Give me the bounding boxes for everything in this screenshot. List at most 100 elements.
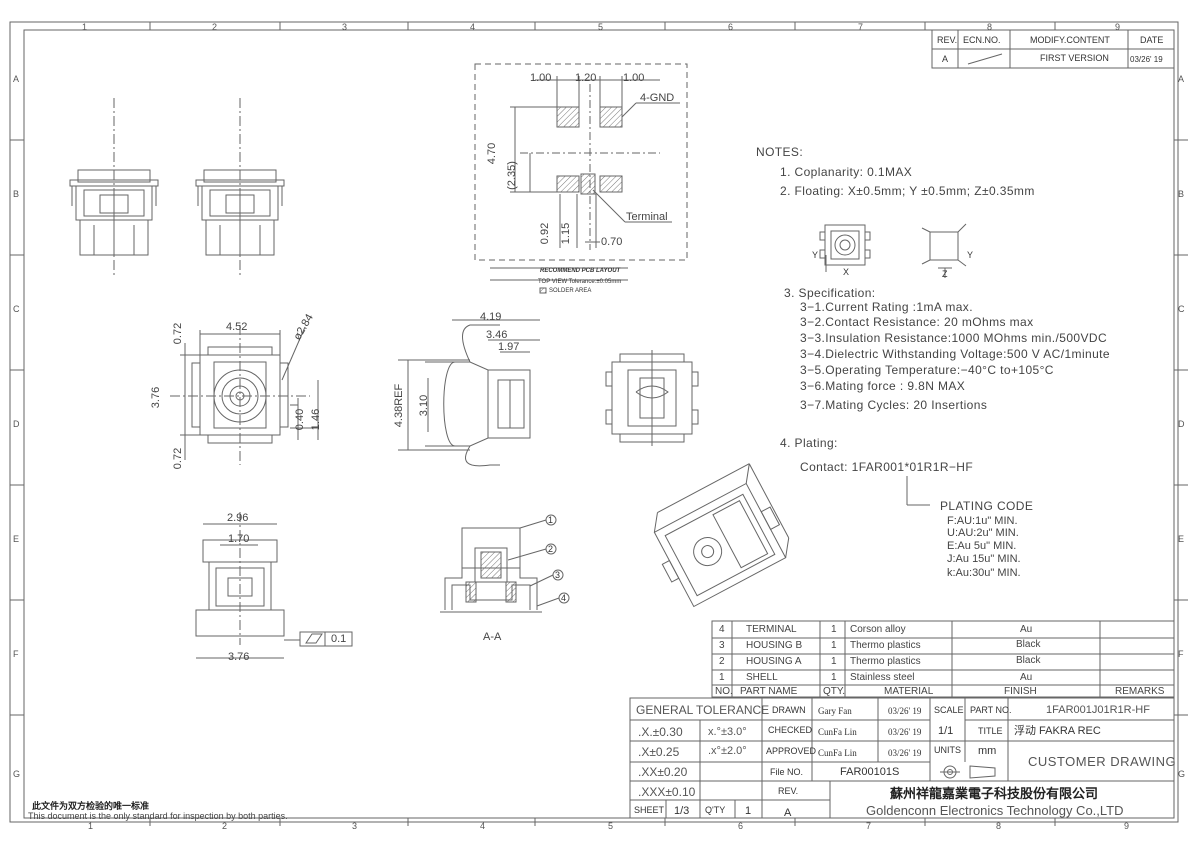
bom-qty: 1 (831, 624, 837, 635)
bom-no: 1 (719, 672, 725, 683)
angle-tol-2: .x°±2.0° (708, 745, 747, 757)
row-letter: A (13, 74, 20, 84)
customer-drawing: CUSTOMER DRAWING (1028, 754, 1177, 769)
spec-item: 3−3.Insulation Resistance:1000 MOhms min… (800, 331, 1108, 345)
pcb-caption-view: TOP VIEW Tolerance:±0.05mm (538, 279, 622, 285)
front-dim-040: 0.40 (294, 408, 307, 431)
file-value: FAR00101S (840, 766, 900, 778)
qty-label: Q'TY (705, 805, 726, 815)
checked-name: CunFa Lin (818, 727, 857, 737)
front-dim-072a: 0.72 (172, 322, 185, 345)
approved-date: 03/26' 19 (888, 748, 922, 758)
bom-header: FINISH (1004, 686, 1037, 697)
side-dim-346: 3.46 (486, 329, 508, 341)
rev-label: REV. (778, 786, 799, 796)
col-number: 4 (470, 22, 476, 32)
bom-qty: 1 (831, 640, 837, 651)
bom-finish: Black (1016, 639, 1041, 650)
rev-header-modify: MODIFY.CONTENT (1030, 35, 1110, 45)
col-number: 6 (728, 22, 734, 32)
plating-contact: Contact: 1FAR001*01R1R−HF (800, 460, 974, 474)
spec-item: 3−2.Contact Resistance: 20 mOhms max (800, 315, 1034, 329)
pcb-dim-120: 1.20 (575, 72, 597, 84)
units-value: mm (978, 745, 997, 757)
col-number: 3 (342, 22, 348, 32)
row-letter: E (13, 534, 20, 544)
bom-no: 4 (719, 624, 725, 635)
sheet-label: SHEET (634, 805, 665, 815)
row-letter: F (1178, 649, 1184, 659)
pcb-gnd-label: 4-GND (640, 92, 675, 104)
scale-value: 1/1 (938, 725, 954, 737)
col-number: 3 (352, 821, 358, 831)
pcb-dim-115: 1.15 (560, 222, 573, 245)
checked-label: CHECKED (768, 725, 813, 735)
bom-part: HOUSING A (746, 656, 802, 667)
bom-qty: 1 (831, 672, 837, 683)
units-label: UNITS (934, 745, 961, 755)
rev-header-ecn: ECN.NO. (963, 35, 1001, 45)
tolerance-4: .XXX±0.10 (638, 785, 696, 799)
balloon-3: 3 (555, 570, 561, 580)
title-label: TITLE (978, 726, 1003, 736)
row-letter: E (1178, 534, 1185, 544)
col-number: 5 (608, 821, 614, 831)
plating-code-item: k:Au:30u" MIN. (947, 567, 1021, 579)
plating-code-heading: PLATING CODE (940, 499, 1034, 513)
pcb-dim-070: 0.70 (601, 236, 623, 248)
plating-code-item: J:Au 15u" MIN. (947, 553, 1021, 565)
col-number: 4 (480, 821, 486, 831)
col-number: 8 (996, 821, 1002, 831)
bom-header: PART NAME (740, 686, 798, 697)
rev-row-content: FIRST VERSION (1040, 53, 1109, 63)
note-spec-heading: 3. Specification: (784, 286, 876, 300)
col-number: 7 (858, 22, 864, 32)
col-number: 2 (222, 821, 228, 831)
pcb-dim-470: 4.70 (486, 142, 499, 165)
col-number: 1 (82, 22, 88, 32)
axis-label-x: X (843, 267, 850, 277)
plating-code-item: E:Au 5u" MIN. (947, 540, 1017, 552)
balloon-1: 1 (548, 515, 554, 525)
side-dim-438: 4.38REF (393, 383, 406, 428)
col-number: 1 (88, 821, 94, 831)
bom-material: Thermo plastics (850, 640, 921, 651)
plating-code-item: F:AU:1u" MIN. (947, 515, 1018, 527)
row-letter: D (1178, 419, 1185, 429)
bom-part: SHELL (746, 672, 778, 683)
approved-label: APPROVED (766, 746, 817, 756)
col-number: 7 (866, 821, 872, 831)
bom-qty: 1 (831, 656, 837, 667)
col-number: 8 (987, 22, 993, 32)
tolerance-2: .X±0.25 (638, 745, 680, 759)
pcb-dim-235: (2.35) (505, 161, 518, 190)
bom-part: TERMINAL (746, 624, 797, 635)
note-coplanarity: 1. Coplanarity: 0.1MAX (780, 165, 913, 179)
rev-value: A (784, 807, 792, 819)
balloon-2: 2 (548, 544, 554, 554)
spec-item: 3−6.Mating force : 9.8N MAX (800, 379, 966, 393)
bottom-dim-296: 2.96 (227, 512, 249, 524)
row-letter: A (1178, 74, 1185, 84)
tolerance-1: .X.±0.30 (638, 725, 683, 739)
front-dim-452: 4.52 (226, 321, 248, 333)
partno-value: 1FAR001J01R1R-HF (1046, 704, 1150, 716)
pcb-caption-title: RECOMMEND PCB LAYOUT (540, 268, 621, 274)
bom-header: QTY. (823, 686, 846, 697)
col-number: 9 (1115, 22, 1121, 32)
section-label: A-A (483, 631, 502, 643)
drawn-label: DRAWN (772, 705, 806, 715)
spec-item: 3−5.Operating Temperature:−40°C to+105°C (800, 363, 1054, 377)
pcb-terminal-label: Terminal (626, 211, 668, 223)
spec-item: 3−4.Dielectric Withstanding Voltage:500 … (800, 347, 1110, 361)
pcb-dim-092: 0.92 (539, 222, 552, 245)
rev-header-rev: REV. (937, 35, 958, 45)
bom-material: Thermo plastics (850, 656, 921, 667)
notes-heading: NOTES: (756, 145, 804, 159)
checked-date: 03/26' 19 (888, 727, 922, 737)
flatness-value: 0.1 (331, 633, 347, 645)
title-value: 浮动 FAKRA REC (1014, 725, 1101, 737)
bom-material: Corson alloy (850, 624, 906, 635)
front-dim-146: 1.46 (310, 408, 323, 431)
